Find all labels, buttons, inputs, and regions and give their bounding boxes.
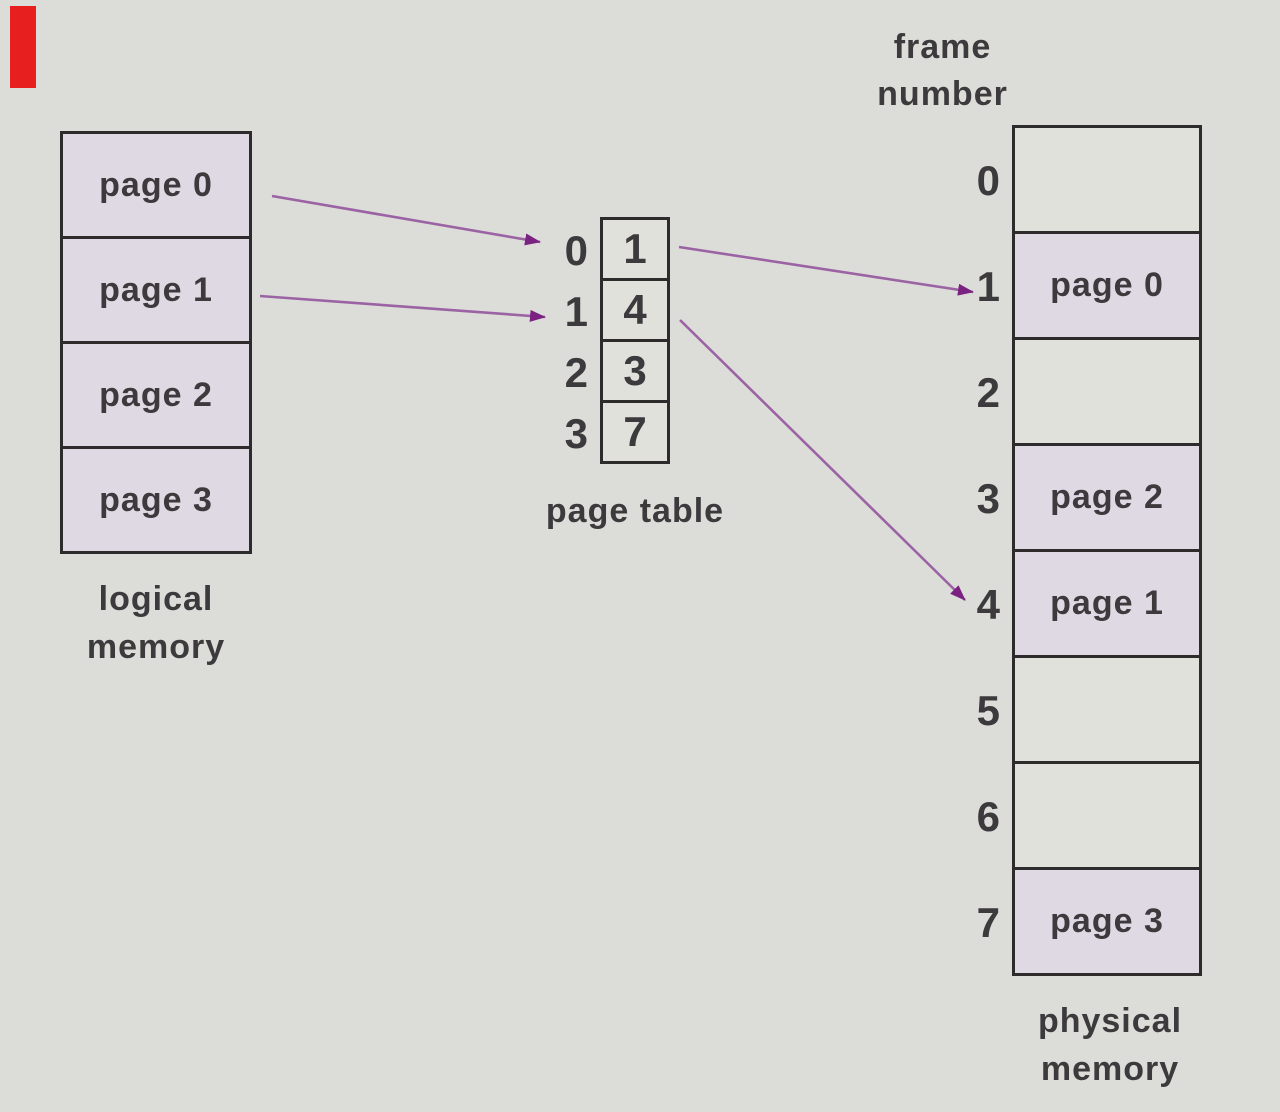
frame-number: 2 — [976, 369, 1000, 416]
logical-memory-label: logical memory — [36, 575, 276, 671]
page-table-label: page table — [545, 492, 725, 530]
physical-memory-box: page 0 page 2 page 1 page 3 — [1012, 125, 1202, 976]
page-table-value-cell: 3 — [603, 342, 667, 403]
frame-number: 6 — [976, 793, 1000, 840]
physical-memory-label: physical memory — [1005, 997, 1215, 1093]
physical-frame-cell: page 3 — [1015, 870, 1199, 973]
page-table-index: 3 — [564, 409, 588, 457]
frame-number: 7 — [976, 899, 1000, 946]
logical-memory-label-line1: logical — [98, 580, 214, 618]
page-table-value-cell: 4 — [603, 281, 667, 342]
physical-frame-cell — [1015, 764, 1199, 870]
physical-frame-cell — [1015, 128, 1199, 234]
logical-page-cell: page 0 — [63, 134, 249, 239]
frame-number-heading: frame number — [850, 24, 1035, 118]
page-table-index: 2 — [564, 348, 588, 396]
physical-frame-cell: page 2 — [1015, 446, 1199, 552]
frame-number: 0 — [976, 157, 1000, 204]
physical-memory-label-line2: memory — [1040, 1050, 1180, 1088]
page-table-index: 0 — [564, 226, 588, 274]
physical-frame-cell — [1015, 658, 1199, 764]
frame-number-column: 0 1 2 3 4 5 6 7 — [920, 128, 1012, 976]
page-table-value-cell: 7 — [603, 403, 667, 461]
physical-frame-cell: page 1 — [1015, 552, 1199, 658]
frame-number: 4 — [976, 581, 1000, 628]
page-table-box: 1 4 3 7 — [600, 217, 670, 464]
logical-memory-label-line2: memory — [86, 628, 226, 666]
arrow-page1-to-pt1 — [259, 294, 546, 322]
physical-frame-cell: page 0 — [1015, 234, 1199, 340]
frame-number: 1 — [976, 263, 1000, 310]
frame-number: 5 — [976, 687, 1000, 734]
logical-page-cell: page 2 — [63, 344, 249, 449]
frame-number: 3 — [976, 475, 1000, 522]
logical-memory-box: page 0 page 1 page 2 page 3 — [60, 131, 252, 554]
page-table-index-column: 0 1 2 3 — [530, 220, 600, 464]
frame-number-heading-line1: frame — [893, 28, 992, 66]
arrow-page0-to-pt0 — [271, 194, 541, 246]
red-marker — [10, 6, 36, 88]
physical-memory-label-line1: physical — [1037, 1002, 1183, 1040]
logical-page-cell: page 3 — [63, 449, 249, 551]
logical-page-cell: page 1 — [63, 239, 249, 344]
page-table-index: 1 — [564, 287, 588, 335]
physical-frame-cell — [1015, 340, 1199, 446]
page-table-value-cell: 1 — [603, 220, 667, 281]
frame-number-heading-line2: number — [877, 75, 1008, 113]
